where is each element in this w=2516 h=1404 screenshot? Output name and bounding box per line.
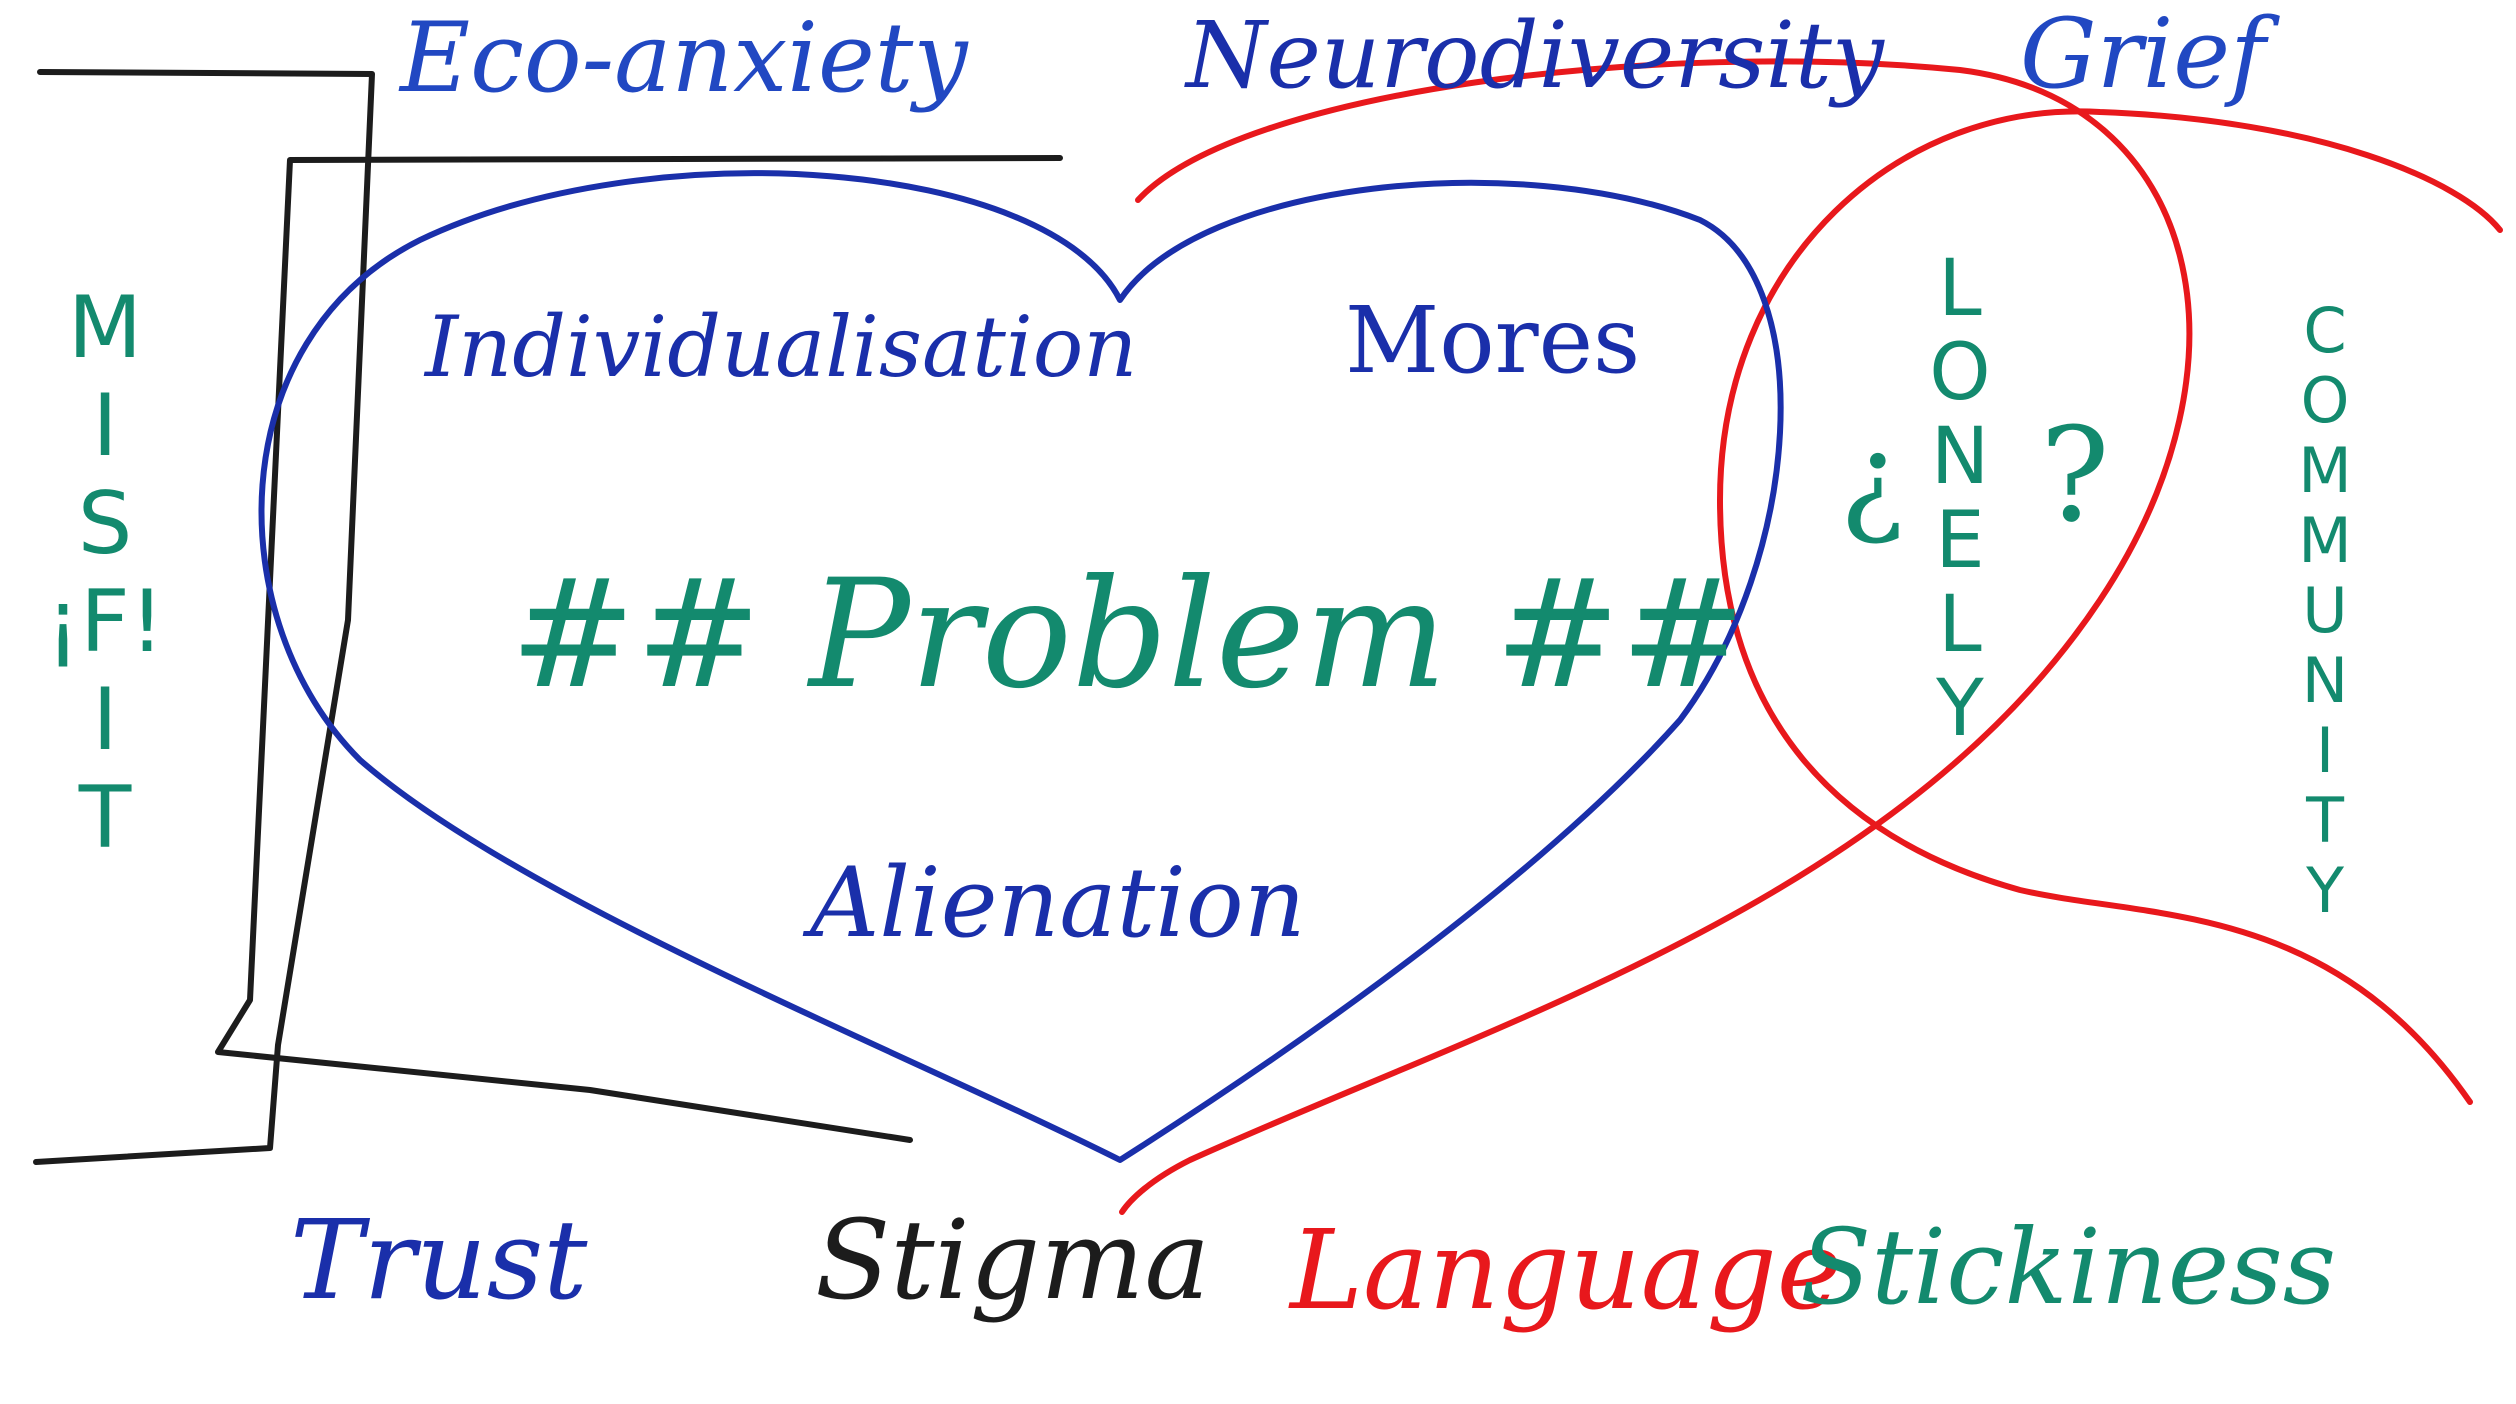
heart-outline xyxy=(258,170,1784,1163)
red-loop-right xyxy=(1716,108,2503,1105)
community-letter: C xyxy=(2303,294,2347,367)
community-letter: T xyxy=(2306,784,2344,857)
word-individualisation: Individualisation xyxy=(425,298,1138,396)
red-loops xyxy=(1119,58,2503,1215)
community-letter: O xyxy=(2300,364,2350,437)
lonely-letter: E xyxy=(1935,496,1985,586)
word-mores: Mores xyxy=(1345,287,1641,394)
word-community: C O M M U N I T Y xyxy=(2270,300,2380,922)
word-alienation: Alienation xyxy=(810,847,1306,959)
lonely-question-open: ¿ xyxy=(1840,410,1905,549)
frame-inner xyxy=(215,155,1063,1143)
community-letter: M xyxy=(2298,434,2352,507)
word-stickiness: Stickiness xyxy=(1800,1206,2337,1328)
misfit-letter: S xyxy=(77,474,133,574)
lonely-question-close: ? xyxy=(2040,399,2110,551)
community-letter: M xyxy=(2298,504,2352,577)
black-frame xyxy=(33,69,1063,1165)
frame-outer xyxy=(33,69,375,1165)
lonely-letter: L xyxy=(1938,580,1982,670)
word-eco-anxiety: Eco-anxiety xyxy=(400,2,968,114)
community-letter: I xyxy=(2315,714,2335,787)
misfit-letter: ¡F! xyxy=(45,572,165,672)
word-grief: Grief xyxy=(2020,0,2266,110)
word-misfit: M I S ¡F! I T xyxy=(30,285,180,861)
word-problem: ## Problem ## xyxy=(510,548,1747,722)
word-language: Language xyxy=(1290,1206,1842,1334)
misfit-letter: M xyxy=(67,278,143,378)
misfit-letter: T xyxy=(78,768,132,868)
word-trust: Trust xyxy=(290,1196,588,1324)
lonely-letter: O xyxy=(1929,328,1991,418)
misfit-letter: I xyxy=(92,670,118,770)
lonely-letter: Y xyxy=(1936,664,1984,754)
community-letter: Y xyxy=(2306,854,2344,927)
community-letter: N xyxy=(2301,644,2349,717)
community-letter: U xyxy=(2302,574,2348,647)
red-loop-left xyxy=(1119,58,2193,1215)
word-neurodiversity: Neurodiversity xyxy=(1186,2,1884,109)
word-lonely: L O N E L Y xyxy=(1905,250,2015,748)
misfit-letter: I xyxy=(92,376,118,476)
lonely-letter: N xyxy=(1930,412,1990,502)
lonely-letter: L xyxy=(1938,244,1982,334)
word-stigma: Stigma xyxy=(815,1196,1211,1324)
